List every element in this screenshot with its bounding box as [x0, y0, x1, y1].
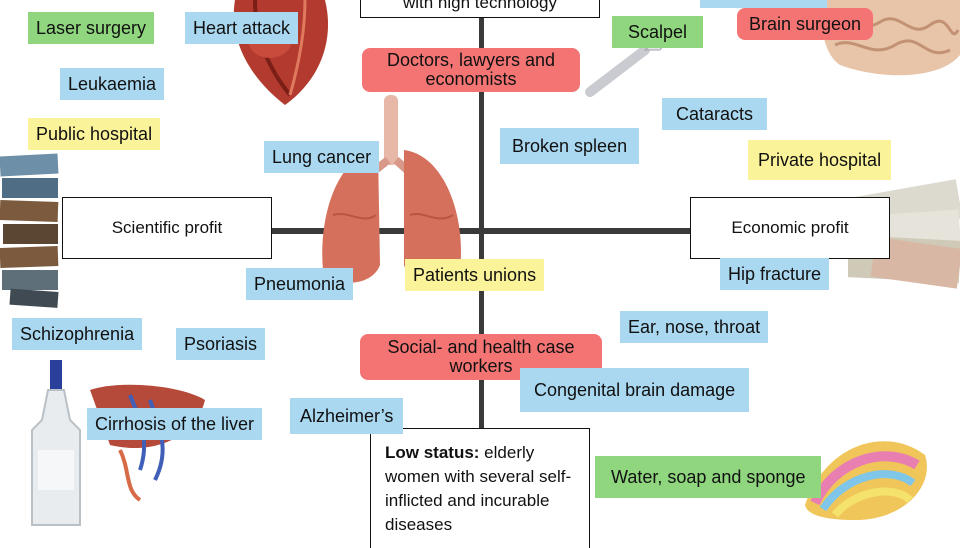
label-hip-fracture: Hip fracture: [720, 258, 830, 290]
group-bottom-label: Social- and health case workers: [360, 334, 602, 380]
label-psoriasis: Psoriasis: [176, 328, 266, 360]
scientific-profit-box: Scientific profit: [62, 197, 272, 259]
books-image: [0, 153, 59, 308]
label-water-soap-sponge: Water, soap and sponge: [595, 456, 822, 498]
label-leukaemia: Leukaemia: [60, 68, 165, 100]
label-laser-surgery: Laser surgery: [28, 12, 155, 44]
lungs-image: [322, 95, 461, 283]
label-heart-attack: Heart attack: [185, 12, 299, 44]
label-scalpel: Scalpel: [612, 16, 704, 48]
label-lung-cancer: Lung cancer: [264, 141, 380, 173]
group-top-label: Doctors, lawyers and economists: [362, 48, 580, 92]
low-status-box: Low status: elderly women with several s…: [370, 428, 590, 548]
sponge-image: [805, 441, 927, 520]
low-status-description: elderly women with several self-inflicte…: [385, 443, 572, 534]
label-cirrhosis: Cirrhosis of the liver: [87, 408, 263, 440]
label-alzheimers: Alzheimer’s: [290, 398, 404, 434]
label-ear-nose-throat: Ear, nose, throat: [620, 311, 769, 343]
label-pneumonia: Pneumonia: [246, 268, 354, 300]
label-cataracts: Cataracts: [662, 98, 768, 130]
scientific-profit-label: Scientific profit: [111, 218, 223, 237]
label-broken-spleen: Broken spleen: [500, 128, 640, 164]
label-private-hospital: Private hospital: [748, 140, 892, 180]
liver-bottle-image: [31, 360, 205, 526]
label-brain-surgeon: Brain surgeon: [737, 8, 874, 40]
low-status-heading: Low status:: [385, 443, 480, 462]
label-congenital-brain-damage: Congenital brain damage: [520, 368, 750, 412]
high-status-text: with high technology: [402, 0, 558, 12]
label-public-hospital: Public hospital: [28, 118, 161, 150]
economic-profit-label: Economic profit: [731, 218, 849, 237]
label-schizophrenia: Schizophrenia: [12, 318, 143, 350]
economic-profit-box: Economic profit: [690, 197, 890, 259]
high-status-box: with high technology: [360, 0, 600, 18]
top-right-partial-label: [700, 0, 827, 8]
group-middle-label: Patients unions: [405, 259, 545, 291]
horizontal-axis: [270, 228, 690, 234]
